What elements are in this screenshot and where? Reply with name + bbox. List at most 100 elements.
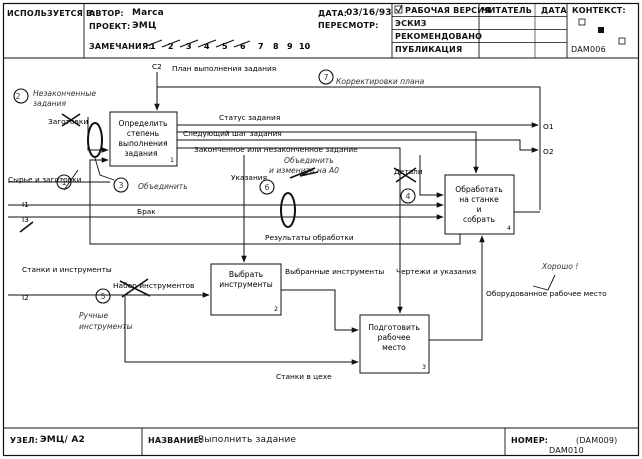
label-c2: C2 <box>152 62 162 71</box>
name-label: НАЗВАНИЕ: <box>148 436 203 445</box>
note-num-9: 9 <box>287 42 293 51</box>
context-id: DAM006 <box>571 45 606 54</box>
box-1-line-4: задания <box>124 149 157 158</box>
note-7-num: 7 <box>324 73 329 82</box>
status-recommended: РЕКОМЕНДОВАНО <box>395 32 483 41</box>
note-num-5: 5 <box>222 42 228 51</box>
note-5-num: 5 <box>101 292 106 301</box>
project-label: ПРОЕКТ: <box>89 22 131 31</box>
note-3-num: 3 <box>119 181 124 190</box>
label-blanks: Заготовки <box>48 117 88 126</box>
status-draft: ЭСКИЗ <box>395 19 427 28</box>
project-value: ЭМЦ <box>132 21 157 31</box>
box-2-line-2: инструменты <box>219 280 273 289</box>
date-col-label: ДАТА <box>541 6 567 15</box>
reader-label: ЧИТАТЕЛЬ <box>482 6 533 15</box>
note-num-4: 4 <box>204 42 210 51</box>
note-num-2: 2 <box>168 42 174 51</box>
used-at-label: ИСПОЛЬЗУЕТСЯ В: <box>7 9 96 18</box>
label-drawings: Чертежи и указания <box>396 267 476 276</box>
box-1-line-2: степень <box>127 129 160 138</box>
box-1-num: 1 <box>170 157 174 164</box>
box-1-line-1: Определить <box>118 119 168 128</box>
note-5-text-1: Ручные <box>79 311 109 320</box>
note-6-circle <box>259 179 275 195</box>
box-4-line-1: Обработать <box>455 185 503 194</box>
box-1 <box>109 111 178 167</box>
note-3-circle <box>113 177 129 193</box>
node-label: УЗЕЛ: <box>10 436 39 445</box>
box-2-line-1: Выбрать <box>229 270 264 279</box>
box-3-line-3: место <box>382 343 406 352</box>
name-value: Выполнить задание <box>198 435 297 445</box>
note-6-num: 6 <box>265 183 270 192</box>
label-o1: O1 <box>543 122 554 131</box>
box-3-line-1: Подготовить <box>368 323 420 332</box>
note-2-text-1: Незаконченные <box>33 89 96 98</box>
label-plan: План выполнения задания <box>172 64 276 73</box>
label-defect: Брак <box>137 207 156 216</box>
author-label: АВТОР: <box>89 9 124 18</box>
note-num-6: 6 <box>240 42 246 51</box>
number-value: (DAM009) <box>576 436 618 445</box>
note-3-text: Объединить <box>138 182 188 191</box>
label-machines-tools: Станки и инструменты <box>22 265 112 274</box>
number-sub: DAM010 <box>549 446 584 455</box>
label-raw: Сырье и заготовки <box>8 175 82 184</box>
label-equipped: Оборудованное рабочее место <box>486 289 607 298</box>
note-5-text-2: инструменты <box>79 322 133 331</box>
box-3 <box>359 314 430 374</box>
box-4-line-4: собрать <box>463 215 495 224</box>
note-6-text-1: Объединить <box>284 156 334 165</box>
number-label: НОМЕР: <box>511 436 549 445</box>
label-next-step: Следующий шаг задания <box>183 129 282 138</box>
note-num-7: 7 <box>258 42 264 51</box>
note-1-num: 1 <box>62 178 67 187</box>
label-selected-tools: Выбранные инструменты <box>285 267 384 276</box>
box-4 <box>444 174 515 235</box>
status-working: РАБОЧАЯ ВЕРСИЯ <box>405 6 491 15</box>
label-o2: O2 <box>543 147 554 156</box>
note-2-circle <box>13 88 29 104</box>
box-4-line-2: на станке <box>459 195 499 204</box>
label-instructions: Указания <box>231 173 267 182</box>
status-published: ПУБЛИКАЦИЯ <box>395 45 463 54</box>
note-4-num: 4 <box>406 192 411 201</box>
note-6-text-2: и изменить на А0 <box>269 166 339 175</box>
notes-label: ЗАМЕЧАНИЯ: <box>89 42 152 51</box>
box-4-num: 4 <box>507 225 511 232</box>
label-i3: I3 <box>22 215 29 224</box>
box-3-num: 3 <box>422 364 426 371</box>
note-num-8: 8 <box>273 42 279 51</box>
note-num-3: 3 <box>186 42 192 51</box>
label-i1: I1 <box>22 200 29 209</box>
author-value: Marca <box>132 8 164 18</box>
scribble-results <box>280 192 296 228</box>
note-7-circle <box>318 69 334 85</box>
note-2-num: 2 <box>16 92 21 101</box>
box-3-line-2: рабочее <box>378 333 411 342</box>
date-label: ДАТА: <box>318 9 348 18</box>
label-results: Результаты обработки <box>265 233 354 242</box>
note-2-text-2: задания <box>33 99 66 108</box>
note-7-text: Корректировки плана <box>336 77 425 86</box>
label-i2: I2 <box>22 293 29 302</box>
label-tool-set: Набор инструментов <box>113 281 194 290</box>
node-value: ЭМЦ/ A2 <box>40 435 85 445</box>
context-label: КОНТЕКСТ: <box>572 6 626 15</box>
box-2-num: 2 <box>274 306 278 313</box>
label-machines-shop: Станки в цехе <box>276 372 332 381</box>
date-value: 03/16/93 <box>346 8 392 18</box>
note-good: Хорошо ! <box>541 262 578 271</box>
label-status: Статус задания <box>219 113 280 122</box>
note-1-circle <box>56 174 72 190</box>
note-5-circle <box>95 288 111 304</box>
scribble-blanks <box>87 122 103 158</box>
label-details: Детали <box>394 167 423 176</box>
note-num-10: 10 <box>299 42 311 51</box>
notes-numbers: 1 2 3 4 5 6 7 8 9 10 <box>143 39 311 51</box>
note-num-1: 1 <box>150 42 156 51</box>
box-1-line-3: выполнения <box>118 139 167 148</box>
label-finished: Законченное или незаконченное задание <box>194 145 358 154</box>
